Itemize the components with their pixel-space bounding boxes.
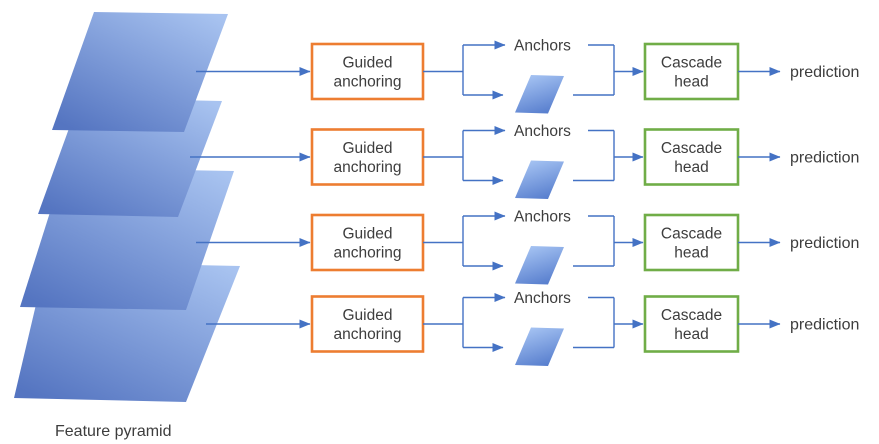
guided-anchoring-label-line1: Guided bbox=[343, 307, 393, 324]
anchors-label: Anchors bbox=[514, 123, 571, 140]
cascade-head-box bbox=[643, 128, 740, 186]
guided-anchoring-label-line2: anchoring bbox=[333, 326, 401, 343]
cascade-head-label-line2: head bbox=[674, 74, 708, 91]
cascade-head-label-line1: Cascade bbox=[661, 307, 722, 324]
guided-anchoring-label-line2: anchoring bbox=[333, 159, 401, 176]
anchor-shape-parallelogram bbox=[515, 75, 564, 114]
feature-plane-1 bbox=[52, 12, 228, 132]
cascade-head-label-line1: Cascade bbox=[661, 140, 722, 157]
prediction-label: prediction bbox=[790, 317, 859, 334]
cascade-head-label-line2: head bbox=[674, 326, 708, 343]
prediction-label: prediction bbox=[790, 235, 859, 252]
feature-pyramid-label: Feature pyramid bbox=[55, 423, 172, 440]
pipeline-row: Guided anchoring Anchors Cascade head pr… bbox=[190, 123, 859, 199]
anchor-shape-parallelogram bbox=[515, 327, 564, 366]
pipeline-row: Guided anchoring Anchors Cascade head pr… bbox=[196, 38, 859, 114]
cascade-head-box bbox=[643, 42, 740, 101]
pipeline-row: Guided anchoring Anchors Cascade head pr… bbox=[206, 290, 859, 366]
guided-anchoring-label-line2: anchoring bbox=[333, 245, 401, 262]
anchors-label: Anchors bbox=[514, 38, 571, 55]
guided-anchoring-label-line1: Guided bbox=[343, 55, 393, 72]
prediction-label: prediction bbox=[790, 64, 859, 81]
guided-anchoring-label-line1: Guided bbox=[343, 140, 393, 157]
cascade-head-box bbox=[643, 295, 740, 353]
guided-anchoring-label-line2: anchoring bbox=[333, 74, 401, 91]
pipeline-row: Guided anchoring Anchors Cascade head pr… bbox=[196, 209, 859, 285]
anchor-shape-parallelogram bbox=[515, 246, 564, 285]
guided-anchoring-box bbox=[310, 42, 425, 101]
cascade-head-label-line1: Cascade bbox=[661, 226, 722, 243]
guided-anchoring-label-line1: Guided bbox=[343, 226, 393, 243]
prediction-label: prediction bbox=[790, 150, 859, 167]
anchors-label: Anchors bbox=[514, 209, 571, 226]
cascade-head-label-line2: head bbox=[674, 159, 708, 176]
cascade-head-label-line1: Cascade bbox=[661, 55, 722, 72]
guided-anchoring-box bbox=[310, 128, 425, 186]
cascade-head-label-line2: head bbox=[674, 245, 708, 262]
anchor-shape-parallelogram bbox=[515, 160, 564, 199]
guided-anchoring-box bbox=[310, 295, 425, 353]
guided-anchoring-box bbox=[310, 213, 425, 272]
cascade-head-box bbox=[643, 213, 740, 272]
anchors-label: Anchors bbox=[514, 290, 571, 307]
